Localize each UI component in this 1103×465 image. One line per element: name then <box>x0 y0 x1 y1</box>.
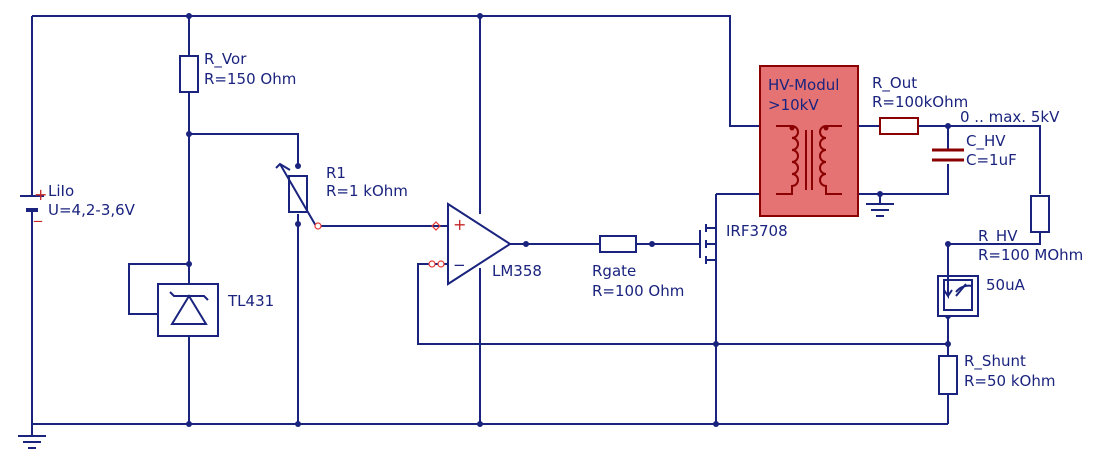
rgate-label: Rgate <box>592 262 636 280</box>
r-hv-label: R_HV <box>978 227 1018 246</box>
mosfet-label: IRF3708 <box>726 222 788 240</box>
r1-value: R=1 kOhm <box>326 182 408 200</box>
wire-top-rail <box>32 15 760 127</box>
hv-module-value: >10kV <box>768 96 819 114</box>
junction-dot <box>295 421 301 427</box>
opamp-minus: − <box>453 256 466 274</box>
c-hv-value: C=1uF <box>966 151 1017 169</box>
r-vor-label: R_Vor <box>204 50 247 69</box>
wire-rhv-meter <box>947 232 1041 276</box>
battery-plus-sign: + <box>34 185 47 204</box>
wire-chv-bottom <box>858 164 949 195</box>
r-out-value: R=100kOhm <box>872 93 968 111</box>
ground-symbol-hv <box>866 203 894 217</box>
battery: + _ LiIo U=4,2-3,6V <box>20 182 136 223</box>
wire-rout-out <box>918 125 1041 194</box>
battery-label: LiIo <box>48 182 74 200</box>
opamp-pin-plus <box>431 221 441 231</box>
mosfet-irf3708: IRF3708 <box>699 222 788 264</box>
wires <box>31 15 1041 436</box>
wire-to-r1 <box>189 133 299 166</box>
r-shunt-label: R_Shunt <box>964 352 1026 371</box>
junction-dot <box>186 131 192 137</box>
tl431-reference: TL431 <box>157 283 274 337</box>
resistor-r-vor: R_Vor R=150 Ohm <box>179 50 296 93</box>
ammeter-50ua: 50uA <box>937 275 1026 317</box>
junction-dot <box>945 241 951 247</box>
junction-dot <box>477 13 483 19</box>
tl431-label: TL431 <box>227 292 274 310</box>
r-hv-value: R=100 MOhm <box>978 246 1083 264</box>
battery-minus-sign: _ <box>33 203 43 223</box>
battery-value: U=4,2-3,6V <box>48 201 136 219</box>
c-hv-label: C_HV <box>966 132 1006 151</box>
opamp-lm358: + − LM358 <box>428 202 542 286</box>
transformer-icon <box>776 125 842 195</box>
wire-tl431-ref <box>128 263 189 315</box>
junction-dot <box>186 13 192 19</box>
junction-dot <box>945 123 951 129</box>
junction-dot <box>295 163 301 169</box>
capacitor-c-hv: C_HV C=1uF <box>932 132 1017 169</box>
junction-dot <box>186 421 192 427</box>
r-out-label: R_Out <box>872 74 917 93</box>
resistor-r-hv: R_HV R=100 MOhm <box>978 195 1083 264</box>
r1-label: R1 <box>326 164 346 182</box>
resistor-r-out: R_Out R=100kOhm <box>872 74 968 135</box>
junction-dot <box>713 421 719 427</box>
junction-dot <box>649 241 655 247</box>
opamp-plus: + <box>453 215 466 234</box>
junction-dot <box>477 421 483 427</box>
ground-symbol-left <box>18 435 46 449</box>
meter-label: 50uA <box>986 276 1026 294</box>
junction-dot <box>523 241 529 247</box>
hv-module: HV-Modul >10kV <box>759 65 859 217</box>
resistor-rgate: Rgate R=100 Ohm <box>592 235 684 300</box>
junction-dot <box>877 191 883 197</box>
junction-dot <box>295 221 301 227</box>
rgate-value: R=100 Ohm <box>592 282 684 300</box>
r-vor-value: R=150 Ohm <box>204 70 296 88</box>
junction-dot <box>186 261 192 267</box>
junction-dot <box>713 341 719 347</box>
r-shunt-value: R=50 kOhm <box>964 372 1055 390</box>
hv-module-label: HV-Modul <box>768 76 839 94</box>
resistor-r-shunt: R_Shunt R=50 kOhm <box>938 352 1055 395</box>
junction-dot <box>945 341 951 347</box>
opamp-label: LM358 <box>492 262 542 280</box>
output-voltage-label: 0 .. max. 5kV <box>960 108 1060 126</box>
potentiometer-r1: R1 R=1 kOhm <box>275 162 408 230</box>
opamp-pin-minus <box>428 260 445 268</box>
